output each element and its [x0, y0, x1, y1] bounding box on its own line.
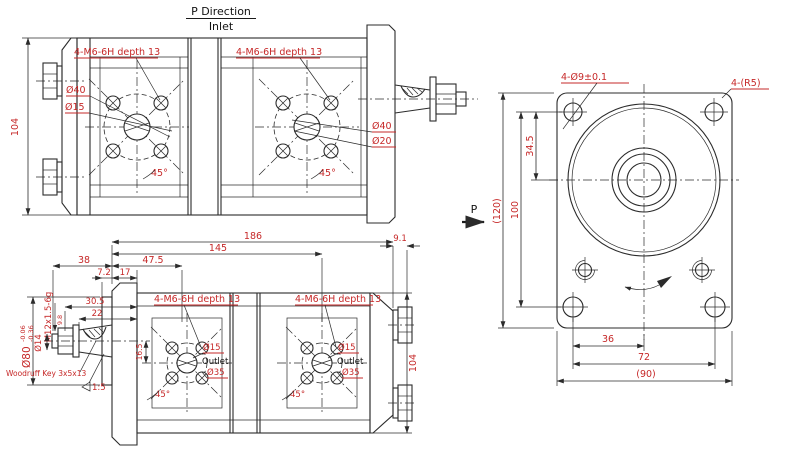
top-view-geometry: [36, 24, 396, 224]
woodruff-key-note: Woodruff Key 3x5x13: [6, 369, 86, 378]
rotation-direction-arrow: [624, 276, 672, 291]
top-view: P Direction Inlet: [10, 5, 478, 224]
dim-17-label: 17: [120, 268, 131, 278]
dim-145-label: 145: [209, 243, 227, 254]
thread-spec-label: M12x1.5-6g: [44, 292, 54, 343]
front-cover-plate: [111, 282, 138, 446]
shaft-dia-tol-lower: -0.36: [27, 325, 35, 342]
taper-label: 1:5: [92, 383, 106, 393]
bcd-label-left: Ø40: [66, 85, 86, 96]
dim-120-label: (120): [492, 198, 503, 224]
port-label-right: Ø20: [372, 136, 392, 147]
flange-hole-bottom-left: [558, 292, 588, 322]
dim-72-label: 72: [638, 352, 650, 363]
dim-22-label: 22: [92, 309, 103, 319]
callout-m6-right: 4-M6-6H depth 13: [295, 294, 381, 305]
dim-47-5-label: 47.5: [142, 255, 163, 266]
callout-holes: 4-Ø9±0.1: [561, 72, 607, 83]
dim-9-1-label: 9.1: [393, 234, 407, 244]
end-view: 4-Ø9±0.1 4-(R5) P (120) 100 34.5 36 72 (…: [462, 72, 769, 386]
dia-14-label: Ø14: [33, 334, 44, 352]
shaft-dia-tol-upper: -0.06: [19, 325, 27, 342]
drive-shaft-assembly: [358, 76, 478, 122]
bottom-view-geometry: [101, 282, 416, 446]
taper-symbol: [81, 381, 91, 392]
dim-90-label: (90): [636, 369, 656, 380]
input-shaft-assembly: [44, 324, 150, 358]
bcd-label-right: Ø40: [372, 121, 392, 132]
bcd-label-right: Ø35: [342, 367, 360, 378]
mounting-flange: [556, 92, 733, 329]
outlet-label-left: Outlet: [202, 357, 229, 367]
end-view-geometry: [549, 84, 739, 340]
angle-label-right: 45°: [319, 168, 336, 179]
shaft-dia-label: Ø80: [21, 346, 33, 368]
flange-hole-top-right: [700, 98, 728, 126]
bottom-view: 186 145 47.5 38 7.2 17 9.1 30.5 22 Ø80 -…: [6, 231, 420, 446]
dim-36-label: 36: [602, 334, 614, 345]
woodruff-key-pocket: [82, 326, 107, 340]
port-dia-label-left: Ø15: [203, 342, 221, 353]
callout-m6-left: 4-M6-6H depth 13: [74, 47, 160, 58]
dim-34-5-label: 34.5: [525, 135, 536, 156]
dim-30-5-label: 30.5: [86, 297, 105, 307]
angle-label-right: 45°: [290, 390, 305, 400]
dim-100-label: 100: [510, 201, 521, 219]
rear-cover-plate: [366, 24, 396, 224]
dim-9-8-label: 9.8: [56, 315, 64, 325]
callout-corner-radius: 4-(R5): [731, 78, 761, 89]
threaded-hole-left: [572, 257, 598, 283]
bcd-label-left: Ø35: [207, 367, 225, 378]
callout-m6-left: 4-M6-6H depth 13: [154, 294, 240, 305]
p-direction-label: P: [471, 203, 478, 216]
woodruff-key-pocket: [400, 85, 426, 98]
dim-height-label: 104: [10, 118, 21, 136]
dim-height-label: 104: [408, 354, 419, 372]
view-title-line1: P Direction: [191, 5, 251, 18]
dim-16-5-label: 16.5: [135, 343, 144, 360]
port-dia-label-right: Ø15: [338, 342, 356, 353]
angle-label-left: 45°: [155, 390, 170, 400]
flange-hole-bottom-right: [700, 292, 730, 322]
shaft-bore-circle: [626, 162, 662, 198]
view-title-line2: Inlet: [209, 20, 234, 33]
outlet-label-right: Outlet: [337, 357, 364, 367]
port-label-left: Ø15: [65, 102, 85, 113]
threaded-hole-right: [689, 257, 715, 283]
dim-38-label: 38: [78, 255, 90, 266]
callout-m6-right: 4-M6-6H depth 13: [236, 47, 322, 58]
flange-hole-top-left: [559, 98, 587, 126]
dim-186-label: 186: [244, 231, 262, 242]
dim-7-2-label: 7.2: [97, 268, 111, 278]
angle-label-left: 45°: [151, 168, 168, 179]
